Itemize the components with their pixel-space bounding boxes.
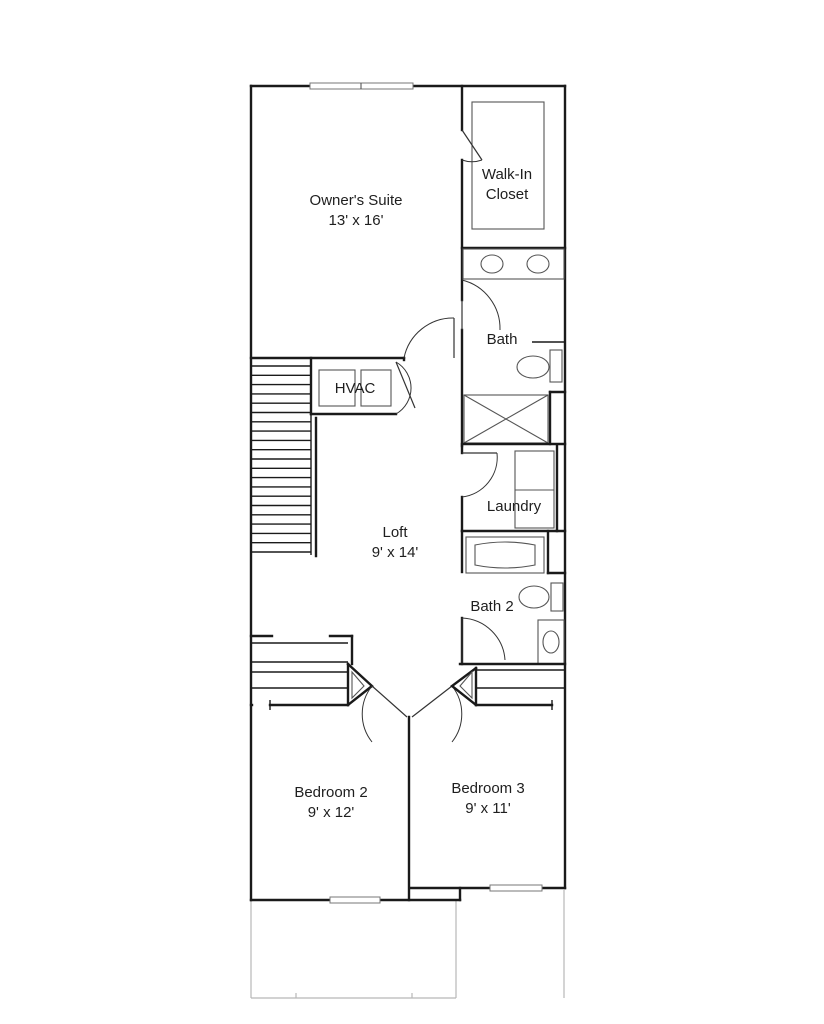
loft-lower-walls (249, 634, 374, 710)
bedroom-doors (361, 685, 463, 743)
laundry-label: Laundry (476, 497, 552, 517)
owners-suite-label: Owner's Suite 13' x 16' (296, 191, 416, 231)
bedroom-3-walls (450, 666, 565, 710)
upper-interior-walls (249, 84, 567, 448)
bedroom-3-label: Bedroom 3 9' x 11' (433, 779, 543, 819)
bedroom-2-name: Bedroom 2 (294, 784, 368, 801)
bath-door (461, 279, 501, 331)
bath-vanity (462, 248, 565, 280)
bath-2-fixtures (458, 529, 567, 666)
owners-suite-size: 13' x 16' (328, 212, 384, 229)
toilet-icon (516, 349, 563, 383)
bedroom-3-name: Bedroom 3 (451, 780, 525, 797)
staircase (251, 358, 318, 558)
closet-shelf (471, 101, 545, 230)
porch-outline (250, 890, 565, 999)
bath-2-name: Bath 2 (470, 598, 514, 615)
loft-name: Loft (382, 524, 408, 541)
closet-door (461, 129, 483, 163)
laundry-name: Laundry (486, 498, 542, 515)
loft-label: Loft 9' x 14' (345, 523, 445, 563)
loft-size: 9' x 14' (371, 544, 419, 561)
bath-2-label: Bath 2 (462, 597, 522, 617)
hvac-closet (309, 356, 416, 416)
windows (309, 82, 543, 904)
bedroom-2-size: 9' x 12' (307, 804, 355, 821)
owners-suite-door (403, 317, 455, 359)
owners-suite-name: Owner's Suite (309, 192, 403, 209)
walk-in-closet-line1: Walk-In (481, 166, 533, 183)
hvac-label: HVAC (322, 379, 388, 399)
laundry-area (460, 444, 567, 533)
bath-label: Bath (478, 330, 526, 350)
walk-in-closet-line2: Closet (485, 186, 529, 203)
hvac-name: HVAC (334, 380, 376, 397)
bath-name: Bath (486, 331, 518, 348)
shower-icon (463, 390, 567, 446)
bedroom-2-label: Bedroom 2 9' x 12' (276, 783, 386, 823)
walk-in-closet-label: Walk-In Closet (470, 165, 544, 205)
bedroom-3-size: 9' x 11' (465, 800, 511, 817)
